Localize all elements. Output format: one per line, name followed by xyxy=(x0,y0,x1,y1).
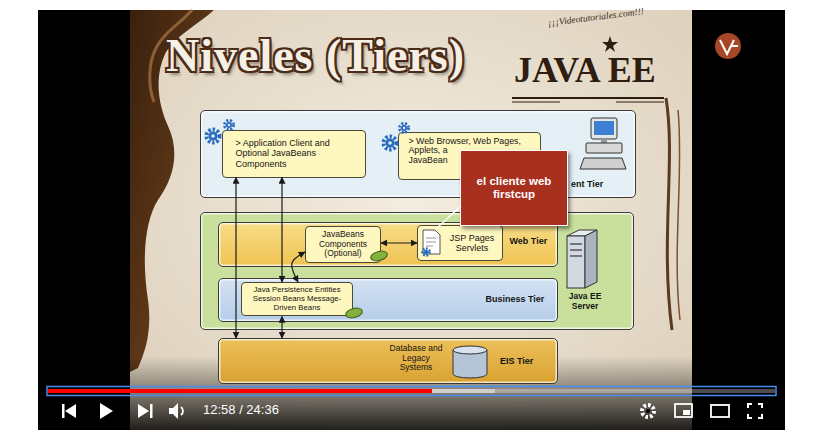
document-icon xyxy=(423,230,441,256)
database-icon xyxy=(453,346,487,378)
gear-icon xyxy=(207,121,234,143)
connector-arrow xyxy=(292,252,305,282)
system-label: Database and Legacy Systems xyxy=(388,344,444,373)
component-box: Java Persistence Entities Session Beans … xyxy=(241,282,353,316)
gear-icon xyxy=(384,124,409,150)
connector-arrow xyxy=(381,242,417,243)
box-text: JSP Pages Servlets xyxy=(446,233,498,253)
computer-icon xyxy=(580,118,626,169)
focus-outline xyxy=(47,387,776,396)
previous-icon xyxy=(62,404,76,418)
box-text: JavaBeans Components (Optional) xyxy=(310,230,376,259)
logo-star xyxy=(602,36,618,52)
tier-label: Web Tier xyxy=(510,236,548,246)
tier-label: ent Tier xyxy=(571,179,603,189)
miniplayer-icon xyxy=(675,404,692,417)
callout-text: el cliente web firstcup xyxy=(469,175,559,201)
decor-stroke xyxy=(666,98,672,330)
channel-logo xyxy=(715,33,741,59)
logo-rule xyxy=(512,102,664,103)
video-background xyxy=(38,10,785,430)
theater-icon xyxy=(711,405,729,417)
slide-title: Niveles (Tiers) xyxy=(166,30,465,83)
time-display: 12:58 / 24:36 xyxy=(203,403,279,418)
decor-stroke xyxy=(677,110,680,320)
connector-arrow xyxy=(281,316,282,338)
next-icon xyxy=(138,404,153,418)
settings-icon xyxy=(642,405,654,417)
progress-played xyxy=(48,389,432,393)
watermark-text: ¡¡¡Videotutoriales.com!!! xyxy=(547,6,644,29)
volume-icon xyxy=(169,403,183,419)
tier-band: Database and Legacy Systems EIS Tier xyxy=(218,338,558,384)
server-label: Java EE Server xyxy=(562,292,608,311)
fullscreen-icon xyxy=(748,404,762,418)
tier-band: Business Tier Java Persistence Entities S… xyxy=(218,278,558,322)
callout-leader xyxy=(437,205,462,228)
bean-icon xyxy=(370,249,389,262)
callout-box: el cliente web firstcup xyxy=(460,150,568,226)
tier-band: ent Tier > Application Client and Optiona… xyxy=(200,110,636,198)
bean-icon xyxy=(345,306,364,319)
logo-rule xyxy=(512,97,664,99)
component-box: JavaBeans Components (Optional) xyxy=(305,226,381,263)
box-text: > Application Client and Optional JavaBe… xyxy=(236,138,357,168)
connector-arrow xyxy=(235,178,236,339)
progress-track xyxy=(48,389,775,393)
server-icon xyxy=(567,230,597,288)
progress-buffered xyxy=(48,389,495,393)
play-icon xyxy=(100,403,113,419)
tier-label: Business Tier xyxy=(486,294,545,304)
tier-label: EIS Tier xyxy=(500,356,533,366)
tier-band: Web Tier JavaBeans Components (Optional) J… xyxy=(218,222,558,267)
logo-text: JAVA EE xyxy=(514,50,656,91)
connector-arrow xyxy=(281,178,282,283)
component-box: > Application Client and Optional JavaBe… xyxy=(222,130,366,178)
box-text: Java Persistence Entities Session Beans … xyxy=(246,286,348,312)
